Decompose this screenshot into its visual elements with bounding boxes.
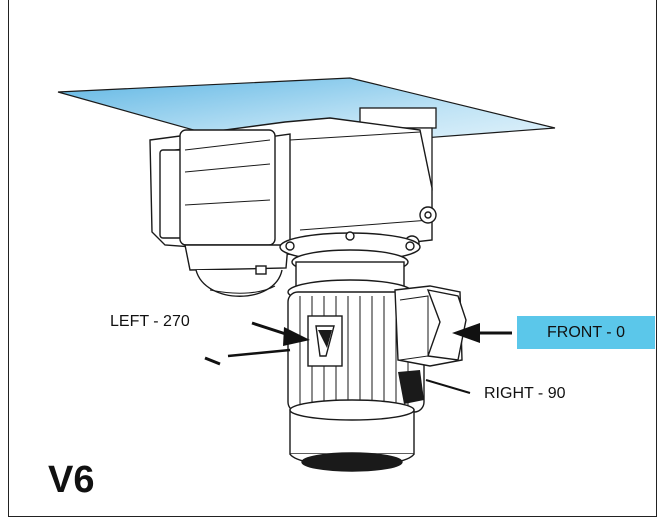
dome-cover — [184, 244, 289, 297]
motor-body — [287, 291, 425, 413]
right-90-label: RIGHT - 90 — [484, 385, 566, 402]
gearbox-housing — [149, 117, 437, 256]
motor-base — [289, 399, 415, 472]
terminal-box — [394, 285, 467, 367]
left-270-label: LEFT - 270 — [110, 313, 190, 330]
front-0-badge: FRONT - 0 — [517, 316, 655, 349]
drawing-frame — [8, 0, 657, 517]
indicator-arrows — [204, 321, 512, 394]
model-code-label: V6 — [48, 459, 95, 501]
